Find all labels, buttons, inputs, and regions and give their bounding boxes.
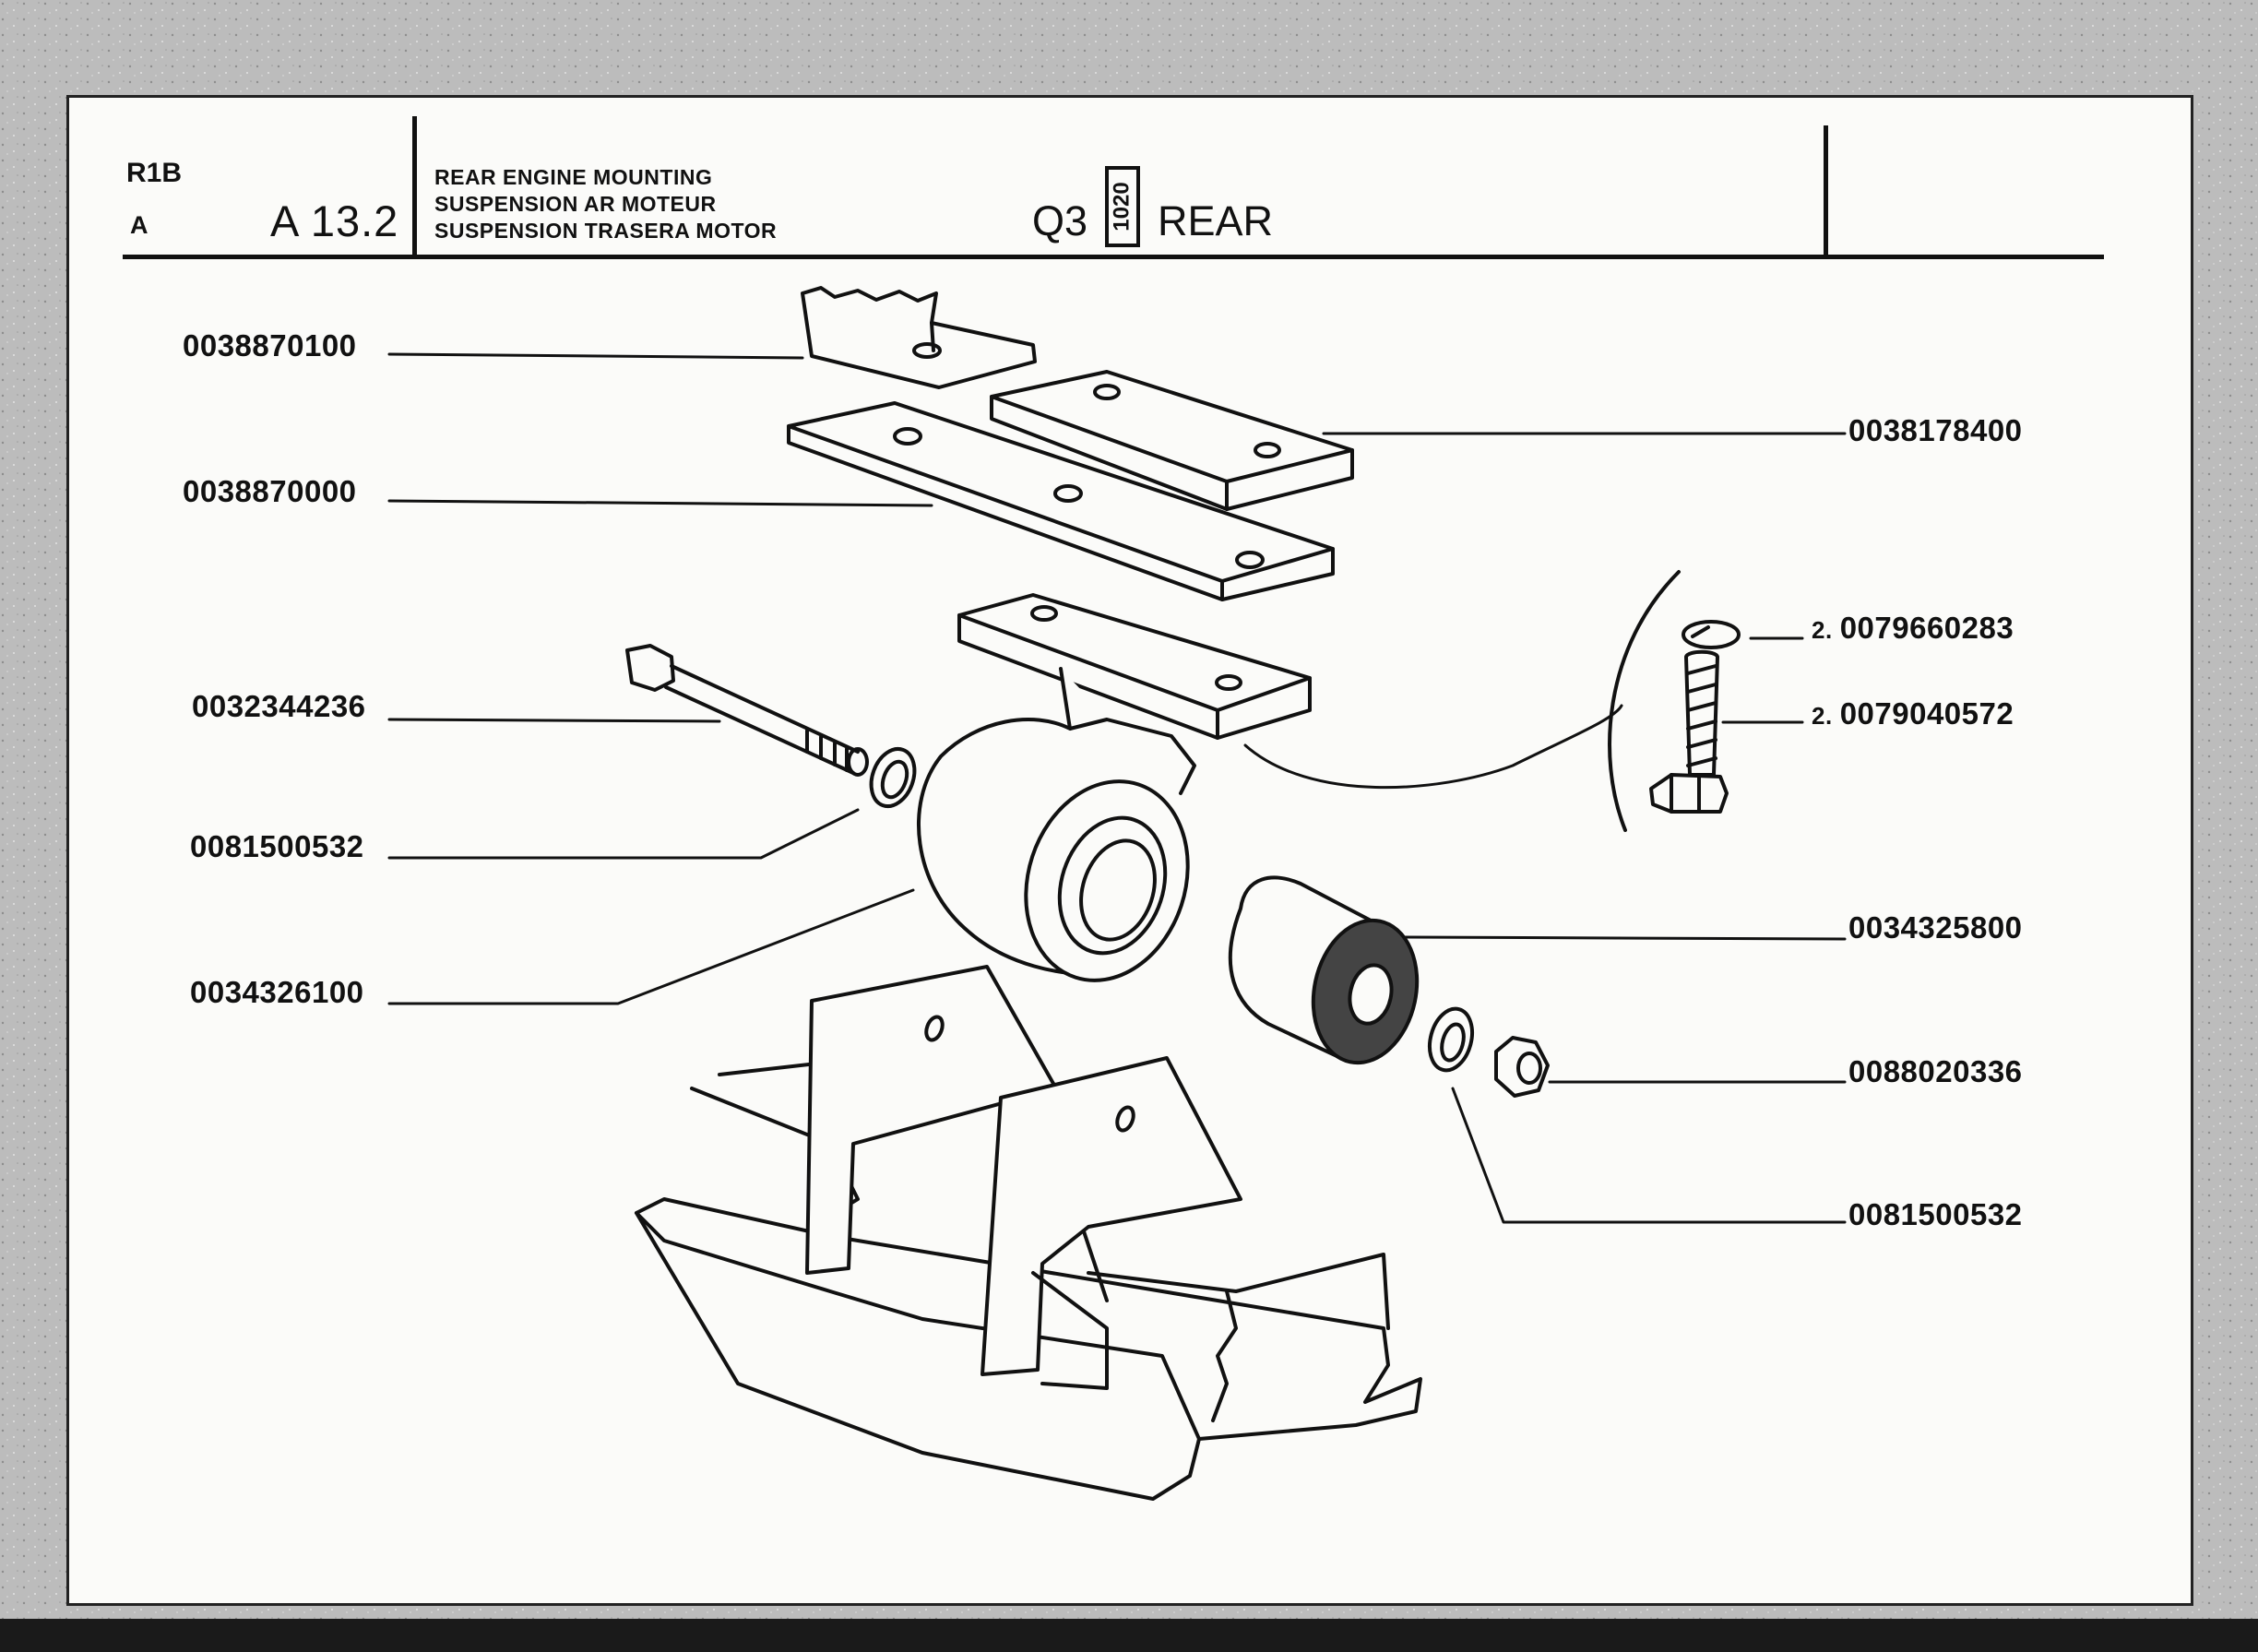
- position-label: REAR: [1158, 197, 1274, 244]
- title-french: SUSPENSION AR MOTEUR: [434, 192, 717, 216]
- part-label: 0034326100: [190, 975, 364, 1009]
- part-label: 0034325800: [1848, 910, 2023, 945]
- circlip-part: [1682, 620, 1741, 649]
- silent-block-part: [1228, 875, 1420, 1065]
- model-label: R1B: [126, 158, 183, 188]
- page-title: REAR ENGINE MOUNTING SUSPENSION AR MOTEU…: [434, 164, 777, 244]
- washer-right-part: [1427, 1006, 1475, 1073]
- leader-lines: [387, 352, 1847, 1224]
- header-divider-left: [412, 116, 417, 255]
- part-label: 0038870100: [183, 328, 357, 362]
- nut-part: [1494, 1036, 1550, 1098]
- long-bolt-part: [625, 644, 869, 777]
- section-number: A 13.2: [270, 196, 399, 245]
- model-code: Q3: [1032, 197, 1088, 244]
- part-label: 0081500532: [190, 829, 364, 863]
- variant-label: A: [130, 211, 149, 239]
- part-label: 0088020336: [1848, 1054, 2023, 1088]
- washer-left-part: [869, 747, 917, 808]
- long-plate-part: [787, 401, 1335, 601]
- mount-bracket-part: [917, 593, 1312, 982]
- model-code-box-text: 1020: [1109, 182, 1134, 231]
- part-label: 0038870000: [183, 474, 357, 508]
- model-code-box: 1020: [1105, 166, 1140, 247]
- spacer-plate-part: [990, 370, 1354, 511]
- top-bracket-part: [801, 286, 1037, 389]
- part-label: 2.0079040572: [1812, 696, 2014, 731]
- title-spanish: SUSPENSION TRASERA MOTOR: [434, 219, 778, 243]
- part-label: 2.0079660283: [1812, 611, 2014, 645]
- header-rule: [123, 255, 2104, 259]
- part-label: 0032344236: [192, 689, 366, 723]
- scan-bottom-band: [0, 1619, 2258, 1652]
- title-english: REAR ENGINE MOUNTING: [434, 165, 713, 189]
- small-bolt-part: [1649, 649, 1729, 814]
- part-label: 0038178400: [1848, 413, 2023, 447]
- part-label: 0081500532: [1848, 1197, 2023, 1231]
- detail-circle-arc: [1608, 570, 1681, 832]
- header-divider-right: [1824, 125, 1828, 255]
- chassis-crossmember: [635, 965, 1422, 1501]
